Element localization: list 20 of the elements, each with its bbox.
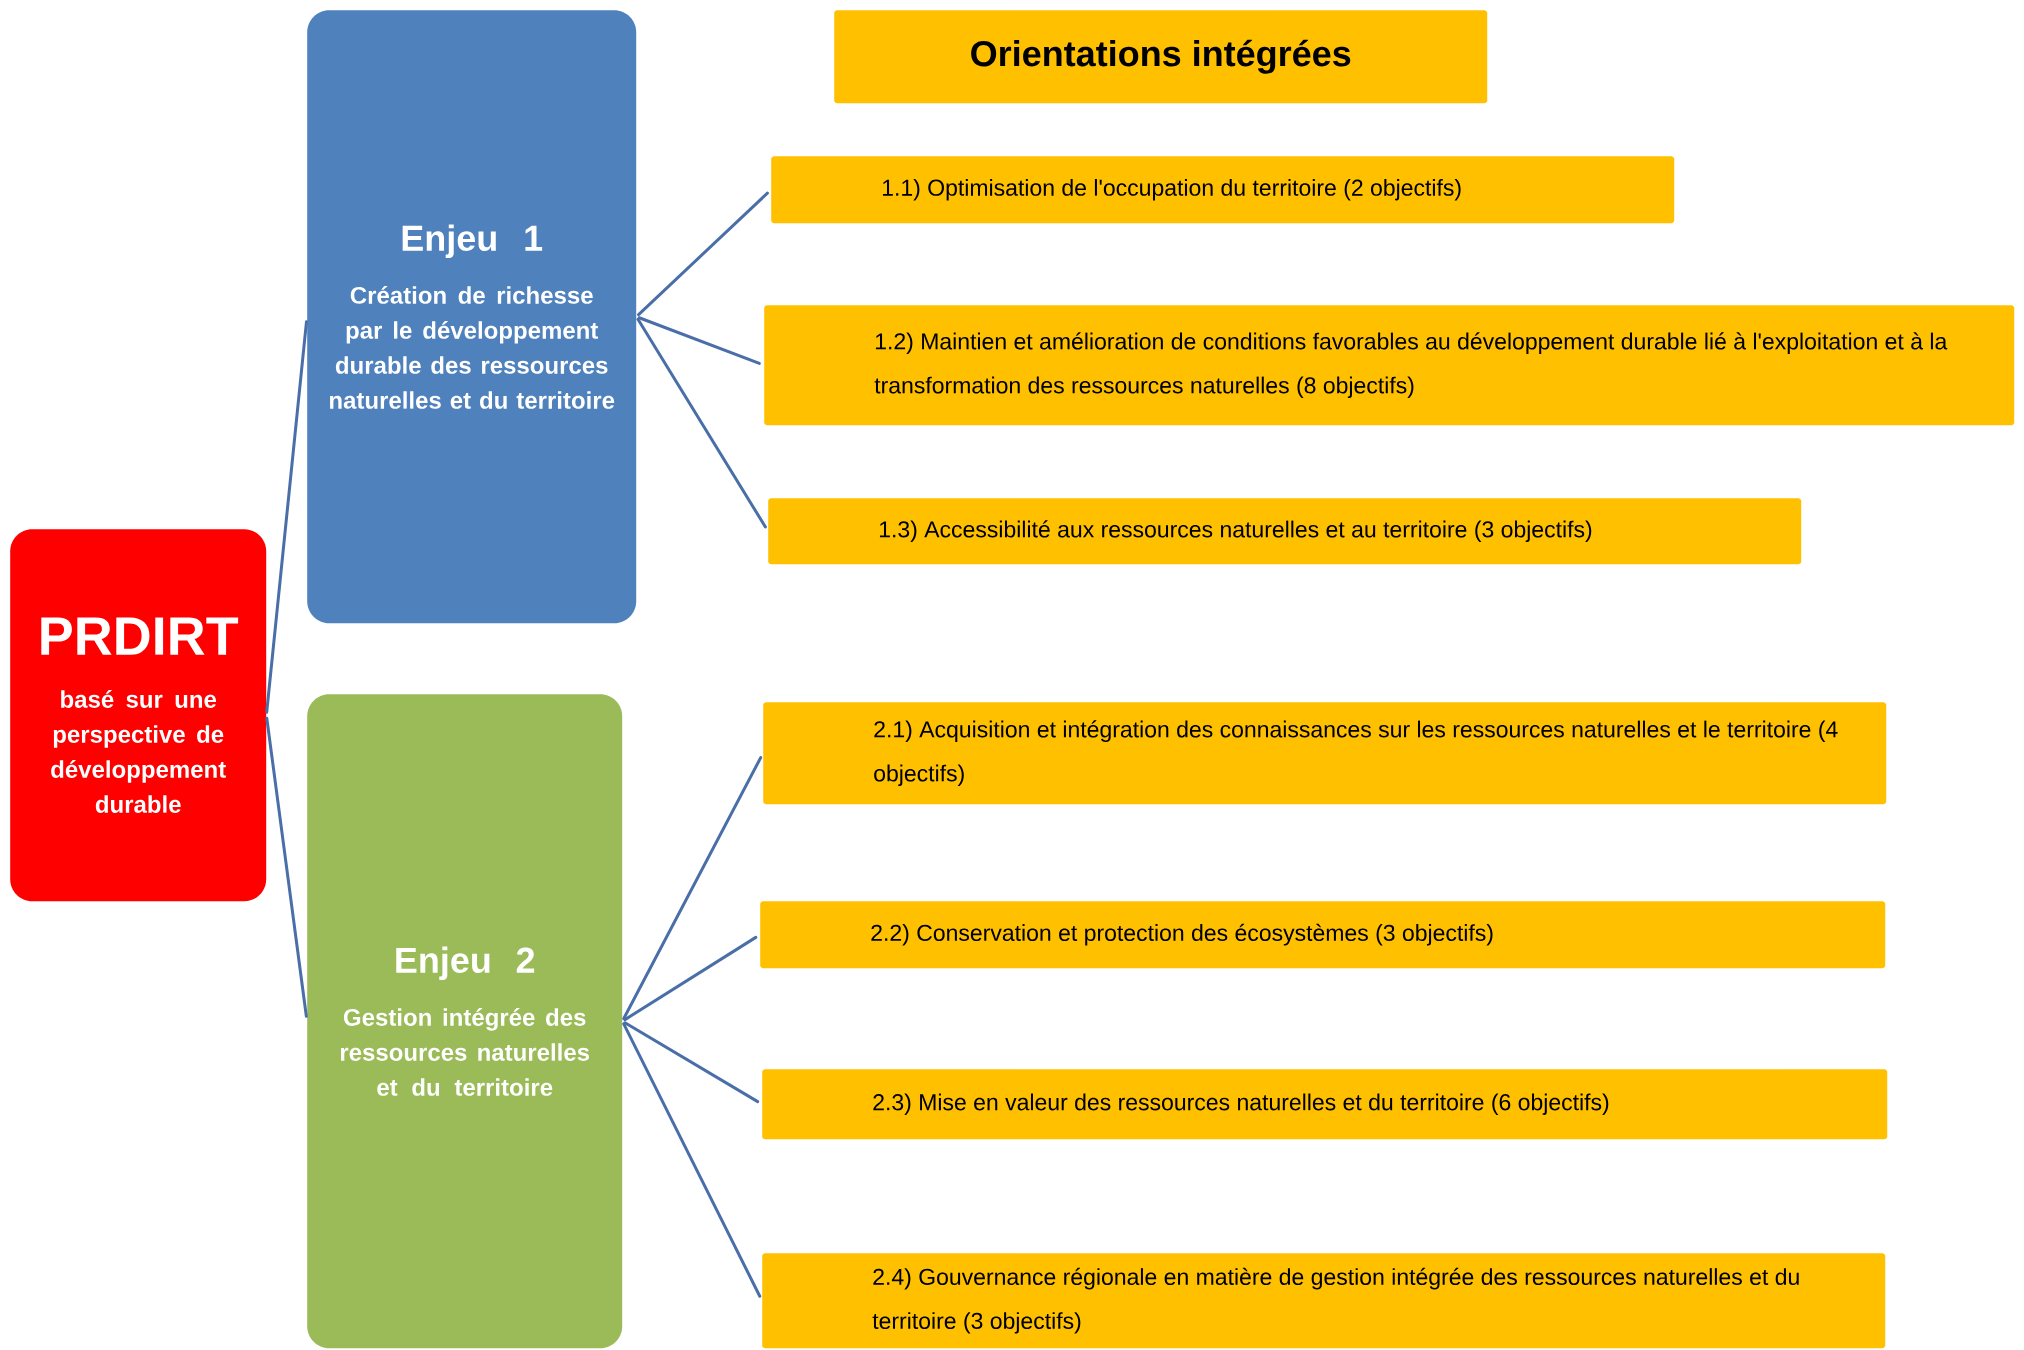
connector-line (622, 756, 763, 1021)
orientation-box: 2.1) Acquisition et intégration des connaissances sur les ressources naturelles et le territoire (4 objectifs) (763, 702, 1887, 805)
connector-line (265, 716, 308, 1018)
orientation-box: 1.1) Optimisation de l'occupation du territoire (2 objectifs) (771, 156, 1675, 224)
orientation-box: 1.2) Maintien et amélioration de conditions favorables au développement durable lié à l'exploitation et à la transformation des ressources naturelles (8 objectifs) (764, 305, 2015, 426)
connector-line (623, 1021, 760, 1104)
orientation-box: 2.4) Gouvernance régionale en matière de gestion intégrée des ressources naturelles et du territoire (3 objectifs) (762, 1253, 1886, 1349)
connector-line (637, 316, 761, 365)
connector-line (622, 1022, 762, 1298)
orientation-box: 2.2) Conservation et protection des écosystèmes (3 objectifs) (760, 901, 1886, 969)
orientation-box: 1.3) Accessibilité aux ressources naturelles et au territoire (3 objectifs) (768, 498, 1802, 565)
connector-line (637, 191, 769, 317)
orientation-box: 2.3) Mise en valeur des ressources naturelles et du territoire (6 objectifs) (762, 1069, 1888, 1140)
connector-line (636, 317, 767, 529)
plan-box: PRDIRT basé sur une perspective de développement durable (10, 529, 267, 902)
connector-line (265, 320, 308, 714)
header-box: Orientations intégrées (834, 10, 1488, 104)
connector-line (623, 935, 758, 1022)
issue-box: Enjeu 1 Création de richesse par le développement durable des ressources naturelles et du territoire (307, 10, 637, 624)
issue-box: Enjeu 2 Gestion intégrée des ressources naturelles et du territoire (307, 694, 623, 1349)
